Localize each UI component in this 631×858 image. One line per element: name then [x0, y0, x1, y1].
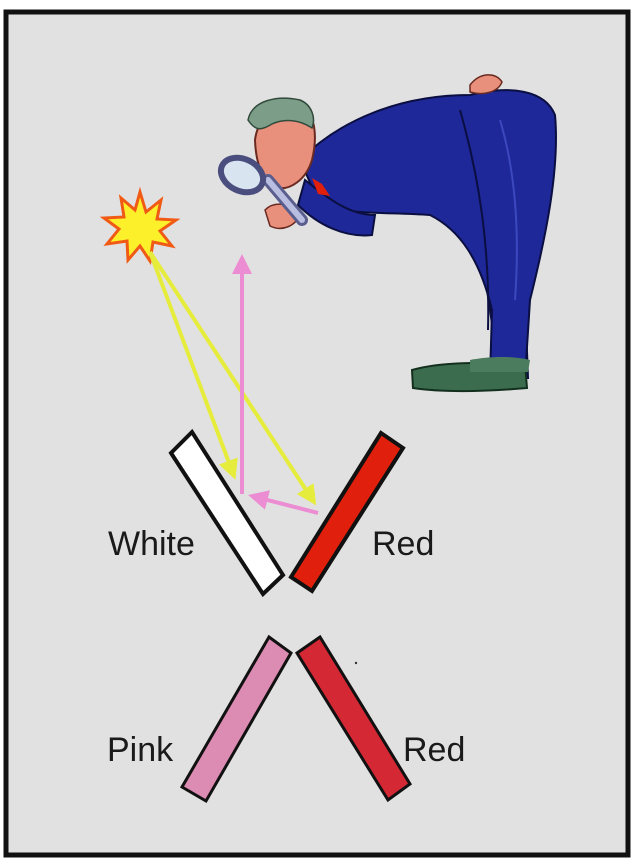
label-pink: Pink: [107, 731, 174, 769]
label-red-top: Red: [372, 525, 434, 563]
label-red-bottom: Red: [403, 731, 465, 769]
label-white: White: [108, 525, 195, 563]
